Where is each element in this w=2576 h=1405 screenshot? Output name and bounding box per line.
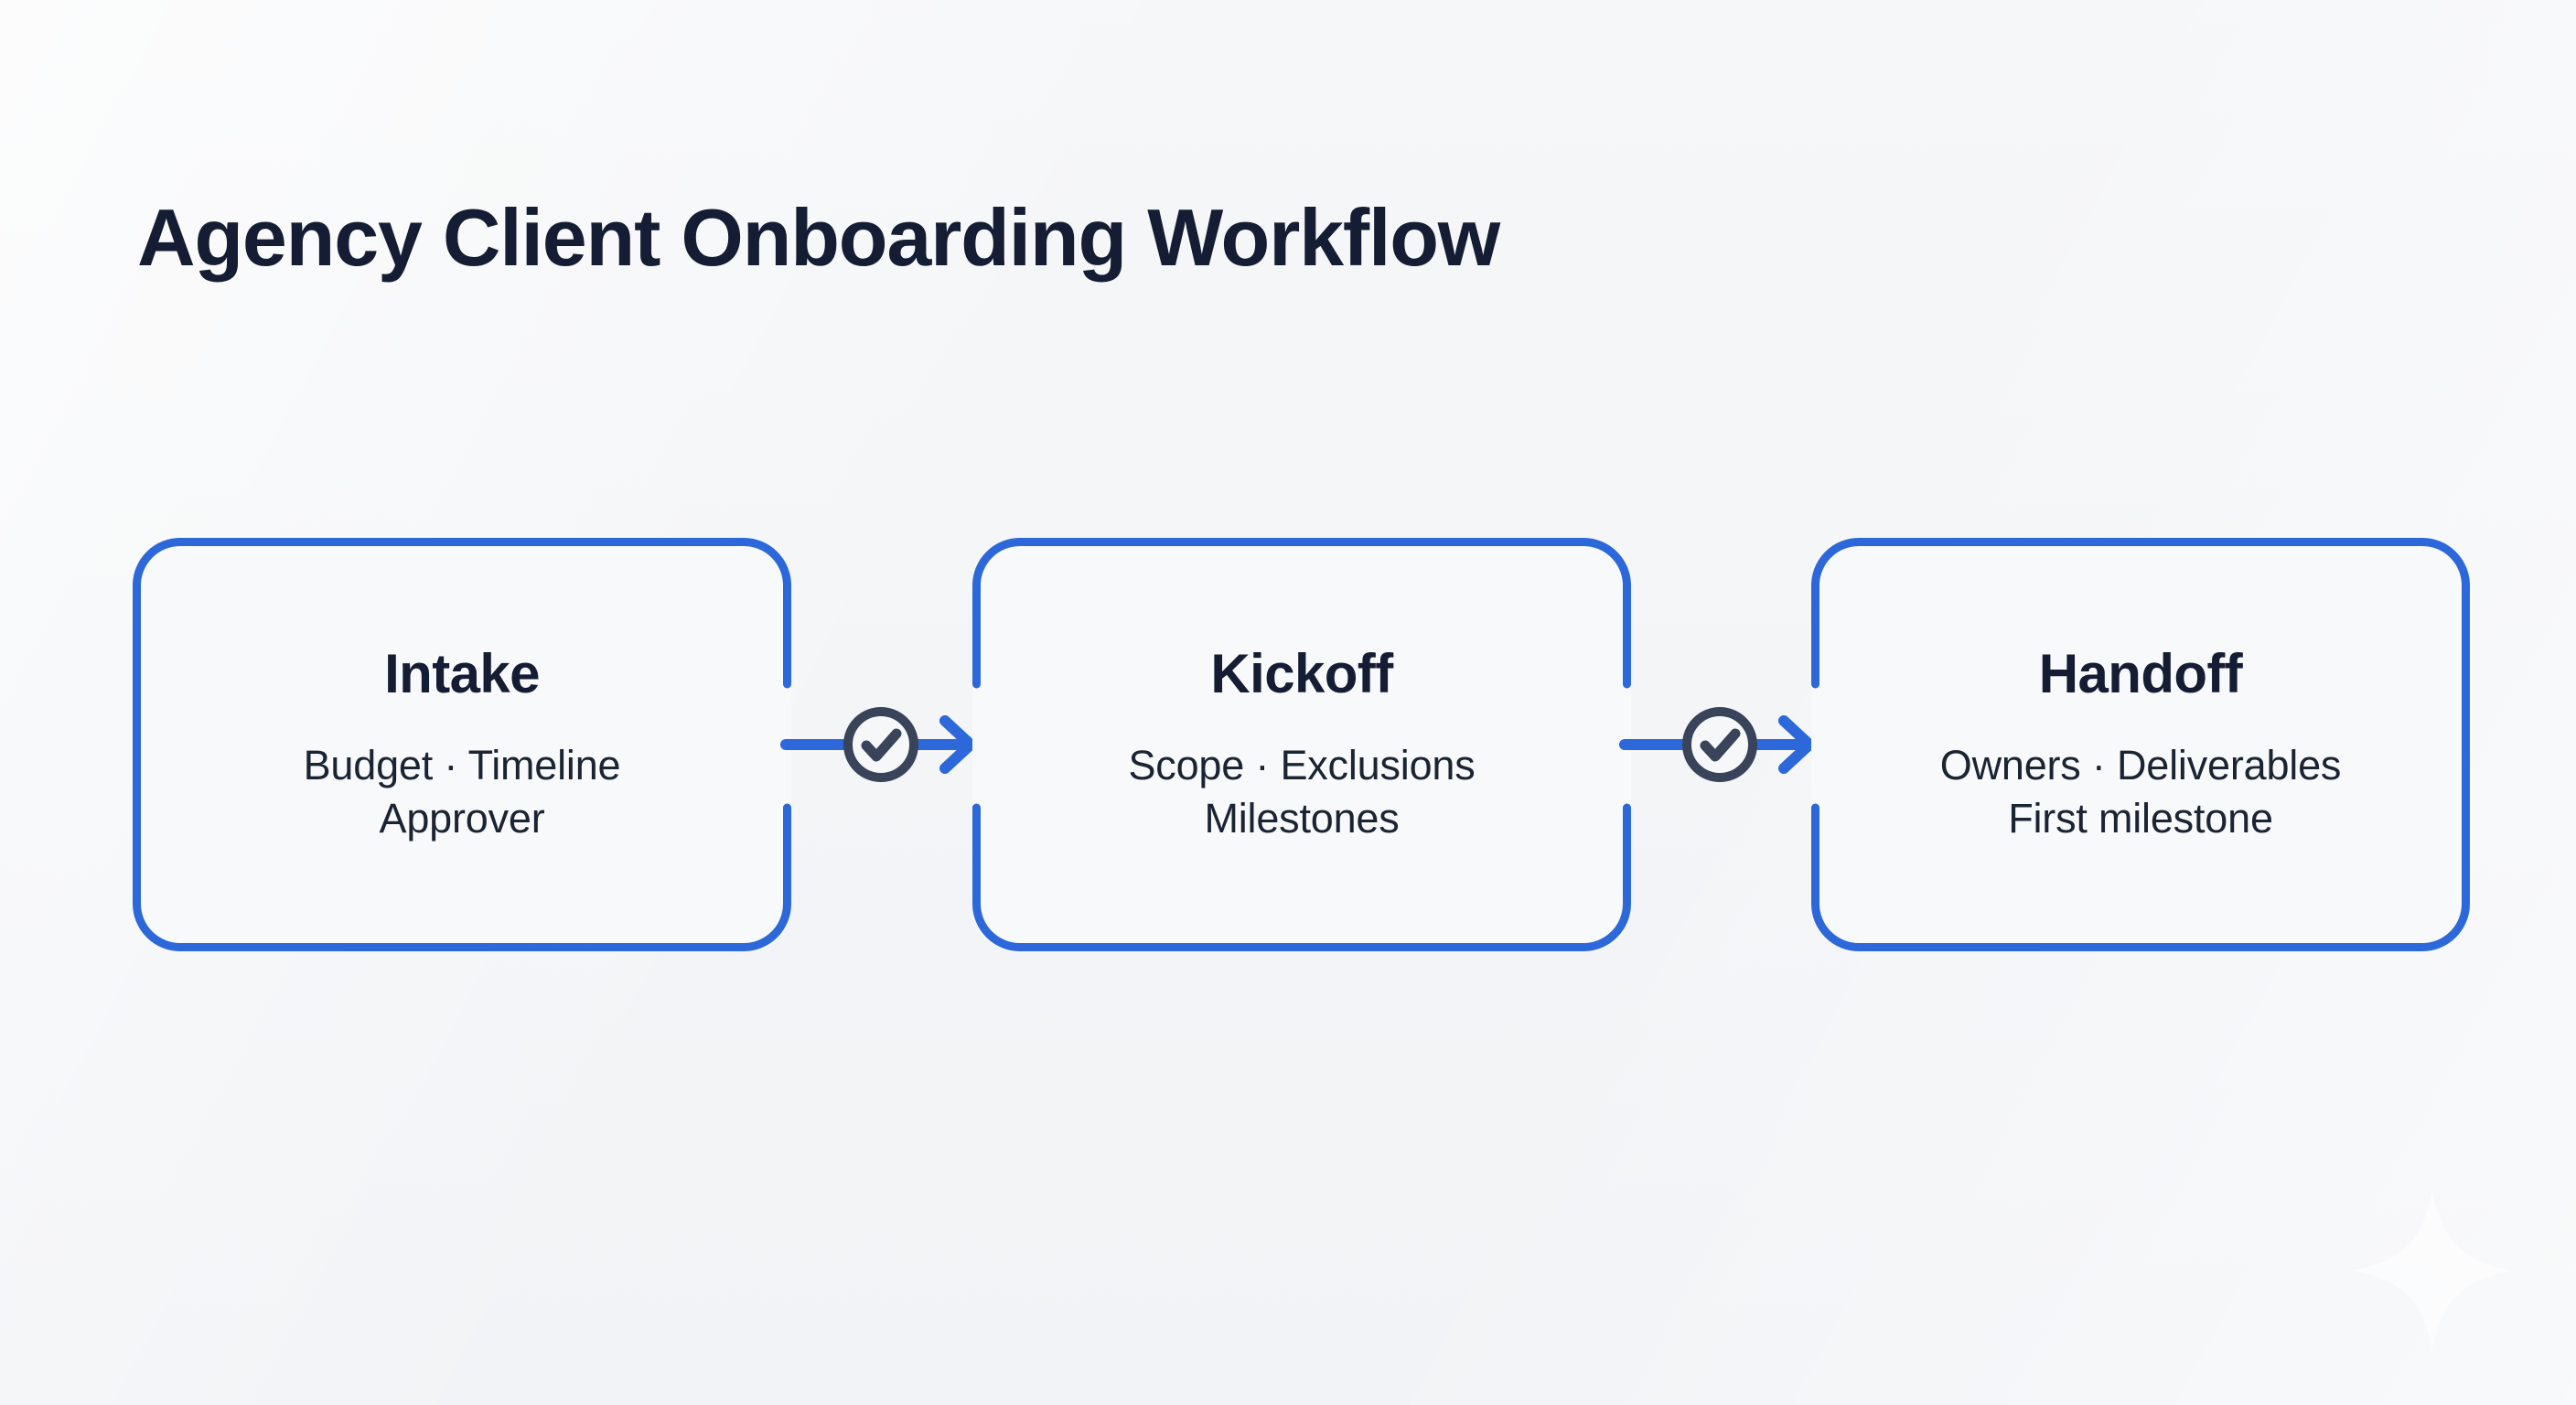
page-title: Agency Client Onboarding Workflow: [137, 191, 1500, 283]
connector-kickoff-to-handoff: [1619, 538, 1820, 951]
step-title: Handoff: [2038, 643, 2243, 705]
card-body-handoff: Handoff Owners · Deliverables First mile…: [1811, 538, 2470, 951]
card-body-kickoff: Kickoff Scope · Exclusions Milestones: [972, 538, 1631, 951]
workflow-step-intake[interactable]: Intake Budget · Timeline Approver: [133, 538, 791, 951]
connector-intake-to-kickoff: [780, 538, 982, 951]
step-details: Owners · Deliverables First milestone: [1939, 739, 2342, 844]
workflow-diagram: Intake Budget · Timeline Approver: [0, 531, 2576, 960]
workflow-step-handoff[interactable]: Handoff Owners · Deliverables First mile…: [1811, 538, 2470, 951]
step-details: Budget · Timeline Approver: [304, 739, 621, 844]
step-detail-line-1: Budget · Timeline: [303, 742, 621, 789]
step-title: Kickoff: [1210, 643, 1393, 705]
workflow-step-kickoff[interactable]: Kickoff Scope · Exclusions Milestones: [972, 538, 1631, 951]
card-outline-kickoff: [972, 538, 1631, 951]
card-outline-handoff: [1811, 538, 2470, 951]
step-title: Intake: [384, 643, 540, 705]
step-detail-line-1: Scope · Exclusions: [1128, 742, 1476, 789]
step-details: Scope · Exclusions Milestones: [1128, 739, 1475, 844]
step-detail-line-2: Approver: [379, 795, 545, 842]
card-outline-intake: [133, 538, 791, 951]
step-detail-line-2: First milestone: [2008, 795, 2273, 842]
step-detail-line-1: Owners · Deliverables: [1939, 742, 2342, 789]
step-detail-line-2: Milestones: [1204, 795, 1400, 842]
card-body-intake: Intake Budget · Timeline Approver: [133, 538, 791, 951]
